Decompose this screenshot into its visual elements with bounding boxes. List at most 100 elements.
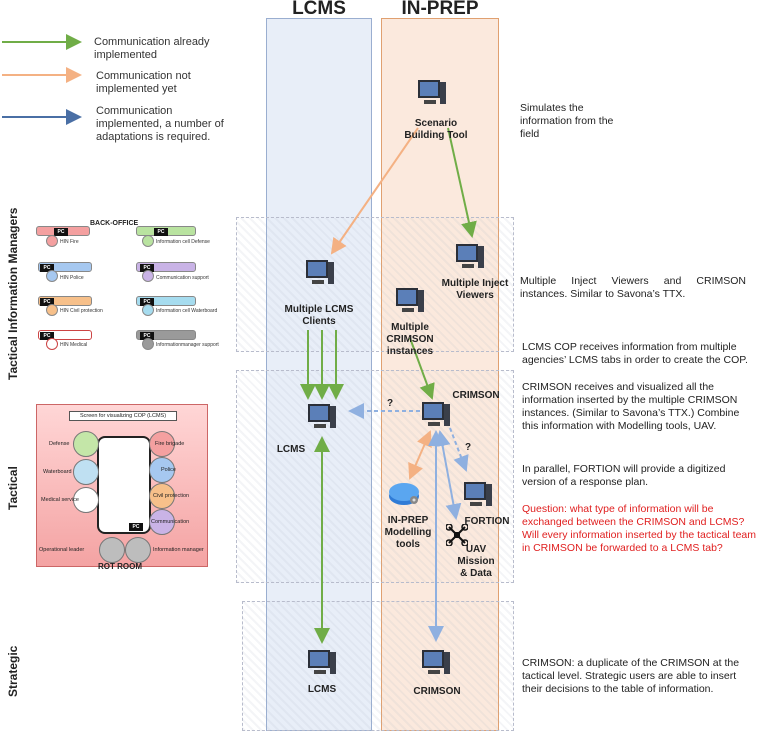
cop-seat-fire: [149, 431, 175, 457]
label-fortion: FORTION: [464, 516, 510, 527]
bo-label-police: HIN Police: [60, 275, 84, 281]
bo-circle-imsupport: [142, 338, 154, 350]
bo-circle-communication: [142, 270, 154, 282]
cop-pc-icon: PC: [129, 523, 143, 531]
cop-table: [97, 436, 151, 534]
cop-label-communication: Communication: [151, 519, 190, 525]
cop-label-waterboard: Waterboard: [43, 469, 72, 475]
cop-label-police: Police: [161, 467, 176, 473]
lcms-tactical-computer-icon: [308, 404, 336, 428]
bo-pc-icon: PC: [40, 332, 54, 340]
cop-seat-operational: [99, 537, 125, 563]
label-modelling: IN-PREP Modelling tools: [384, 515, 432, 550]
bo-pc-icon: PC: [40, 264, 54, 272]
desc-tim: Multiple Inject Viewers and CRIMSON inst…: [520, 275, 746, 300]
bo-circle-civil: [46, 304, 58, 316]
desc-scenario: Simulates the information from the field: [520, 102, 614, 140]
fortion-computer-icon: [464, 482, 492, 506]
bo-label-waterboard: Information cell Waterboard: [156, 308, 218, 314]
legend-arrows: [2, 34, 82, 125]
bo-box-imsupport: [136, 330, 196, 340]
bo-circle-police: [46, 270, 58, 282]
label-scenario: Scenario Building Tool: [404, 118, 468, 141]
cop-seat-medical: [73, 487, 99, 513]
cop-label-operational: Operational leader: [39, 547, 85, 553]
bo-circle-waterboard: [142, 304, 154, 316]
bo-circle-defense: [142, 235, 154, 247]
cop-screen-title: Screen for visualizing COP (LCMS): [69, 411, 177, 421]
inprep-column-title: IN-PREP: [401, 0, 479, 19]
crimson-instances-computer-icon: [396, 288, 424, 312]
bo-box-medical: [38, 330, 92, 340]
cop-label-information: Information manager: [153, 547, 204, 553]
desc-crimson: CRIMSON receives and visualized all the …: [522, 381, 740, 432]
cop-seat-communication: [149, 509, 175, 535]
legend-text-implemented: Communication already implemented: [94, 36, 210, 61]
bo-label-imsupport: Informationmanager support: [156, 342, 219, 348]
bo-circle-medical: [46, 338, 58, 350]
label-crimson-strategic: CRIMSON: [413, 686, 461, 697]
bo-pc-icon: PC: [54, 228, 68, 236]
question-mark-fortion: ?: [464, 442, 472, 453]
arrow-scenario-to-lcms-clients: [330, 127, 419, 255]
cop-seat-civil: [149, 483, 175, 509]
inject-viewers-computer-icon: [456, 244, 484, 268]
lcms-column-title: LCMS: [292, 0, 346, 19]
backoffice-title: BACK-OFFICE: [90, 220, 139, 227]
tim-band: [236, 217, 514, 352]
desc-fortion: In parallel, FORTION will provide a digi…: [522, 463, 726, 488]
bo-label-defense: Information cell Defense: [156, 239, 210, 245]
bo-box-civil: [38, 296, 92, 306]
arrow-scenario-to-inject-viewers: [447, 127, 477, 238]
cop-room-title: ROT ROOM: [98, 562, 142, 571]
cop-seat-information: [125, 537, 151, 563]
cop-seat-defense: [73, 431, 99, 457]
bo-circle-fire: [46, 235, 58, 247]
label-uav: UAV Mission & Data: [457, 544, 495, 579]
lcms-strategic-computer-icon: [308, 650, 336, 674]
bo-label-civil: HIN Civil protection: [60, 308, 103, 314]
desc-lcms-cop: LCMS COP receives information from multi…: [522, 341, 748, 366]
lcms-clients-computer-icon: [306, 260, 334, 284]
bo-box-police: [38, 262, 92, 272]
label-inject-viewers: Multiple Inject Viewers: [441, 278, 509, 301]
question-mark-lcms: ?: [386, 398, 394, 409]
bo-pc-icon: PC: [154, 228, 168, 236]
bo-pc-icon: PC: [140, 264, 154, 272]
crimson-tactical-computer-icon: [422, 402, 450, 426]
bo-label-fire: HIN Fire: [60, 239, 79, 245]
arrow-crimson-uav: [434, 430, 462, 520]
legend-text-adaptations: Communication implemented, a number of a…: [96, 105, 224, 143]
bo-pc-icon: PC: [40, 298, 54, 306]
bo-pc-icon: PC: [140, 298, 154, 306]
desc-strategic: CRIMSON: a duplicate of the CRIMSON at t…: [522, 657, 740, 695]
cop-seat-police: [149, 457, 175, 483]
tactical-band: [236, 370, 514, 583]
cop-seat-waterboard: [73, 459, 99, 485]
desc-question: Question: what type of information will …: [522, 503, 757, 554]
arrow-crimson-modelling: [408, 430, 432, 480]
cop-label-fire: Fire brigade: [155, 441, 185, 447]
scenario-computer-icon: [418, 80, 446, 104]
crimson-strategic-computer-icon: [422, 650, 450, 674]
drone-icon: [446, 524, 468, 546]
cop-label-medical: Medical service: [41, 497, 79, 503]
backoffice-panel: BACK-OFFICE PC HIN Fire PC Information c…: [30, 218, 230, 358]
bo-box-communication: [136, 262, 196, 272]
label-lcms-strategic: LCMS: [307, 684, 337, 695]
cop-label-civil: Civil protection: [153, 493, 190, 499]
legend-text-not-implemented: Communication not implemented yet: [96, 70, 191, 95]
arrow-instances-to-crimson: [409, 337, 435, 400]
label-crimson-instances: Multiple CRIMSON instances: [386, 322, 434, 357]
bo-box-waterboard: [136, 296, 196, 306]
label-lcms-tactical: LCMS: [276, 444, 306, 455]
label-crimson-tactical: CRIMSON: [452, 390, 500, 401]
bo-label-communication: Communication support: [156, 275, 209, 281]
bo-pc-icon: PC: [140, 332, 154, 340]
bo-label-medical: HIN Medical: [60, 342, 88, 348]
cop-room-panel: Screen for visualizing COP (LCMS) PC Def…: [36, 404, 208, 567]
cop-label-defense: Defense: [49, 441, 70, 447]
modelling-tools-icon: [389, 483, 419, 505]
label-lcms-clients: Multiple LCMS Clients: [284, 304, 354, 327]
